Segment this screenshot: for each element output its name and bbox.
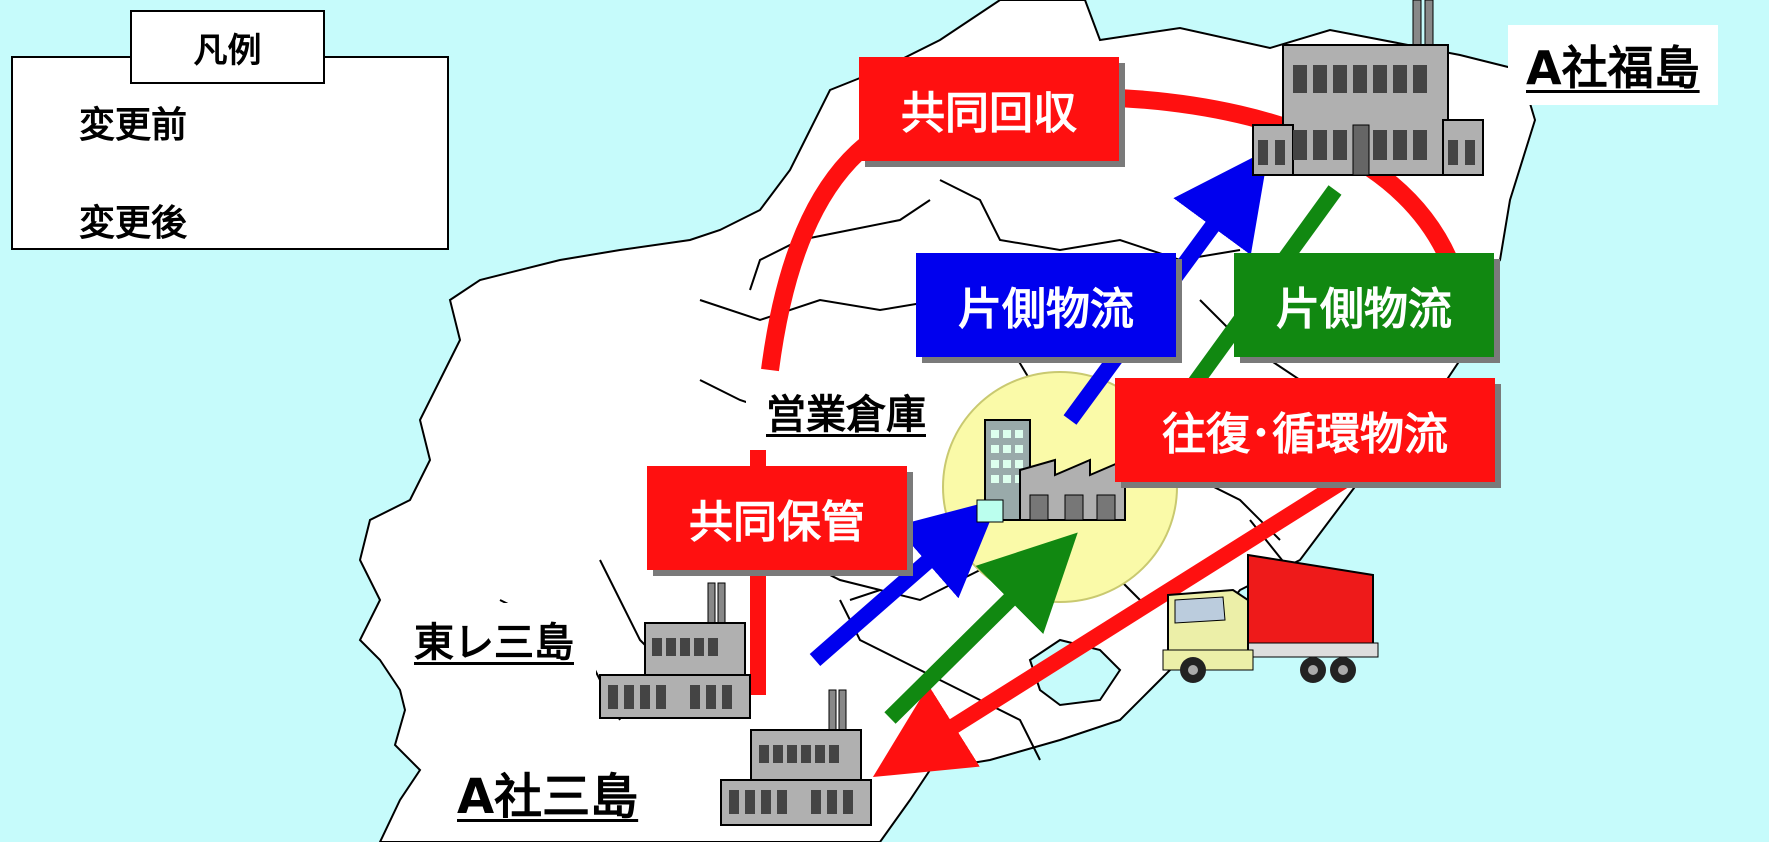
label-joint-storage: 共同保管 bbox=[647, 466, 907, 570]
label-one-way-blue: 片側物流 bbox=[916, 253, 1176, 357]
truck-icon bbox=[1162, 553, 1379, 683]
factory-icon bbox=[599, 582, 751, 719]
place-a-mishima: A社三島 bbox=[437, 751, 659, 833]
arrow-green-mishima-to-warehouse bbox=[884, 532, 1078, 724]
place-a-fukushima: A社福島 bbox=[1508, 25, 1718, 105]
arrow-round-trip bbox=[872, 473, 1350, 778]
label-one-way-green: 片側物流 bbox=[1234, 253, 1494, 357]
factory-icon bbox=[720, 689, 872, 826]
legend-after-label: 変更後 bbox=[79, 203, 188, 244]
arrow-blue-toray-to-warehouse bbox=[809, 498, 1000, 667]
place-warehouse: 営業倉庫 bbox=[746, 375, 946, 447]
factory-icon bbox=[1252, 0, 1484, 176]
legend-before-label: 変更前 bbox=[79, 105, 188, 146]
label-round-trip: 往復･循環物流 bbox=[1115, 378, 1495, 482]
legend-title: 凡例 bbox=[130, 10, 325, 84]
label-joint-collection: 共同回収 bbox=[859, 57, 1119, 161]
warehouse-icon bbox=[976, 419, 1126, 523]
place-toray-mishima: 東レ三島 bbox=[392, 603, 596, 675]
legend: 変更前 変更後 bbox=[11, 56, 449, 250]
